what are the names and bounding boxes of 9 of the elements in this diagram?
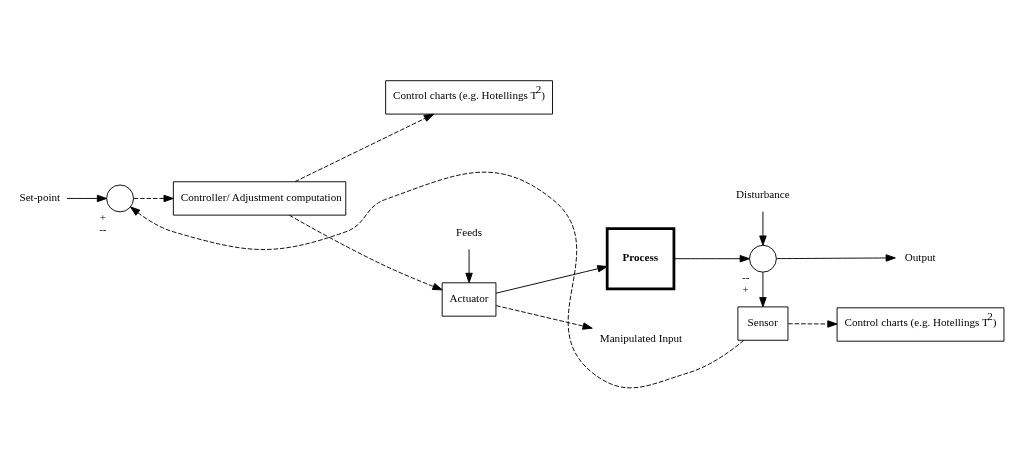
node-label: -- [99,222,107,235]
node-text: Disturbance [736,187,790,200]
node-text: Output [904,250,936,263]
node-text: Manipulated Input [599,332,683,345]
node-label: + [742,283,749,296]
node-label: + [99,210,106,223]
node-label: -- [742,271,750,284]
node-text: Set-point [19,191,61,204]
node-text: Feeds [456,225,483,238]
